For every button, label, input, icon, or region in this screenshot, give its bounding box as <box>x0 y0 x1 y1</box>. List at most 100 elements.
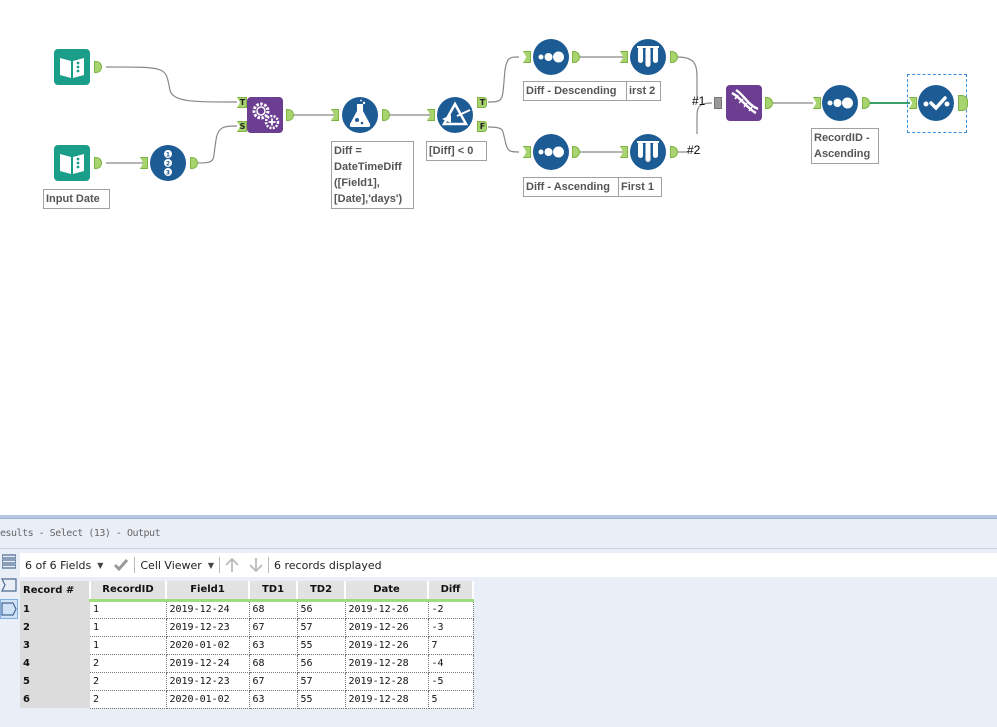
table-cell[interactable]: 55 <box>297 636 346 655</box>
table-cell[interactable]: 2019-12-28 <box>345 672 429 691</box>
table-cell[interactable]: 2020-01-02 <box>166 690 250 709</box>
output-anchor[interactable] <box>670 51 678 63</box>
output-anchor[interactable] <box>286 109 294 121</box>
list-view-icon[interactable] <box>0 551 18 571</box>
record-number-cell[interactable]: 2 <box>20 618 90 636</box>
cell-viewer-dropdown[interactable]: Cell Viewer ▼ <box>135 553 219 577</box>
table-cell[interactable]: 63 <box>249 636 298 655</box>
table-cell[interactable]: 1 <box>90 618 167 637</box>
fields-dropdown[interactable]: 6 of 6 Fields ▼ <box>20 553 108 577</box>
results-splitter[interactable] <box>0 515 997 519</box>
output-anchor[interactable] <box>94 157 102 169</box>
table-cell[interactable]: 56 <box>297 654 346 673</box>
output-anchor[interactable] <box>765 97 773 109</box>
table-cell[interactable]: 63 <box>249 690 298 709</box>
table-cell[interactable]: 55 <box>297 690 346 709</box>
apply-checkmark-button[interactable] <box>108 553 134 577</box>
table-cell[interactable]: 67 <box>249 672 298 691</box>
select-tool[interactable] <box>918 85 954 121</box>
table-cell[interactable]: 2019-12-23 <box>166 672 250 691</box>
table-cell[interactable]: -3 <box>428 618 474 637</box>
results-panel: esults - Select (13) - Output 6 of 6 Fie… <box>0 515 997 727</box>
table-cell[interactable]: 2019-12-28 <box>345 690 429 709</box>
table-cell[interactable]: 2 <box>90 654 167 673</box>
scroll-down-button[interactable] <box>244 553 268 577</box>
table-cell[interactable]: -4 <box>428 654 474 673</box>
true-anchor[interactable]: T <box>477 97 487 108</box>
output-anchor-view-icon[interactable] <box>0 599 18 619</box>
record-number-cell[interactable]: 3 <box>20 636 90 654</box>
table-cell[interactable]: 7 <box>428 636 474 655</box>
table-cell[interactable]: 68 <box>249 654 298 673</box>
column-header[interactable]: Field1 <box>166 581 250 602</box>
table-cell[interactable]: 2019-12-23 <box>166 618 250 637</box>
output-anchor[interactable] <box>572 146 580 158</box>
column-header[interactable]: Record # <box>20 581 91 600</box>
wire-union-join <box>696 102 713 134</box>
table-cell[interactable]: 2019-12-26 <box>345 636 429 655</box>
output-anchor[interactable] <box>382 109 390 121</box>
table-cell[interactable]: 5 <box>428 690 474 709</box>
table-cell[interactable]: 57 <box>297 618 346 637</box>
table-cell[interactable]: 2 <box>90 672 167 691</box>
table-cell[interactable]: 2019-12-26 <box>345 600 429 619</box>
input-anchor-view-icon[interactable] <box>0 575 18 595</box>
table-cell[interactable]: 1 <box>90 600 167 619</box>
multi-input-anchor[interactable] <box>714 97 722 109</box>
toolbar-divider <box>267 557 269 573</box>
table-cell[interactable]: -2 <box>428 600 474 619</box>
sort-tool-recordid[interactable] <box>822 85 858 121</box>
sort-tool-descending[interactable] <box>533 39 569 75</box>
input-data-tool-1[interactable] <box>54 49 90 85</box>
output-anchor[interactable] <box>94 61 102 73</box>
record-number-cell[interactable]: 4 <box>20 654 90 672</box>
record-number-cell[interactable]: 5 <box>20 672 90 690</box>
table-cell[interactable]: 68 <box>249 600 298 619</box>
output-anchor[interactable] <box>958 95 968 111</box>
filter-tool[interactable] <box>437 97 473 133</box>
table-cell[interactable]: -5 <box>428 672 474 691</box>
output-anchor[interactable] <box>572 51 580 63</box>
column-header[interactable]: TD2 <box>297 581 346 602</box>
output-anchor[interactable] <box>862 97 870 109</box>
column-header[interactable]: RecordID <box>90 581 167 602</box>
input-data-tool-2[interactable] <box>54 145 90 181</box>
table-cell[interactable]: 2020-01-02 <box>166 636 250 655</box>
output-anchor[interactable] <box>670 146 678 158</box>
wire-recordid-append <box>191 125 238 164</box>
sample-tool-first-1[interactable] <box>630 134 666 170</box>
record-number-cell[interactable]: 1 <box>20 600 90 618</box>
table-cell[interactable]: 2019-12-24 <box>166 654 250 673</box>
connection-label-1: #1 <box>692 94 706 108</box>
sample-tool-first-2[interactable] <box>630 39 666 75</box>
table-cell[interactable]: 57 <box>297 672 346 691</box>
connections-layer <box>105 56 910 164</box>
table-cell[interactable]: 2 <box>90 690 167 709</box>
append-fields-tool[interactable] <box>247 97 283 133</box>
sort-tool-ascending[interactable] <box>533 134 569 170</box>
column-header[interactable]: TD1 <box>249 581 298 602</box>
record-number-cell[interactable]: 6 <box>20 690 90 708</box>
formula-tool[interactable] <box>342 97 378 133</box>
column-header[interactable]: Date <box>345 581 429 602</box>
toolbar-divider <box>218 557 220 573</box>
table-cell[interactable]: 2019-12-24 <box>166 600 250 619</box>
table-cell[interactable]: 2019-12-28 <box>345 654 429 673</box>
union-tool[interactable] <box>726 85 762 121</box>
scroll-up-button[interactable] <box>220 553 244 577</box>
table-cell[interactable]: 1 <box>90 636 167 655</box>
output-anchor[interactable] <box>190 157 198 169</box>
column-header[interactable]: Diff <box>428 581 474 602</box>
false-anchor[interactable]: F <box>477 121 487 132</box>
table-cell[interactable]: 2019-12-26 <box>345 618 429 637</box>
table-cell[interactable]: 67 <box>249 618 298 637</box>
table-cell[interactable]: 56 <box>297 600 346 619</box>
